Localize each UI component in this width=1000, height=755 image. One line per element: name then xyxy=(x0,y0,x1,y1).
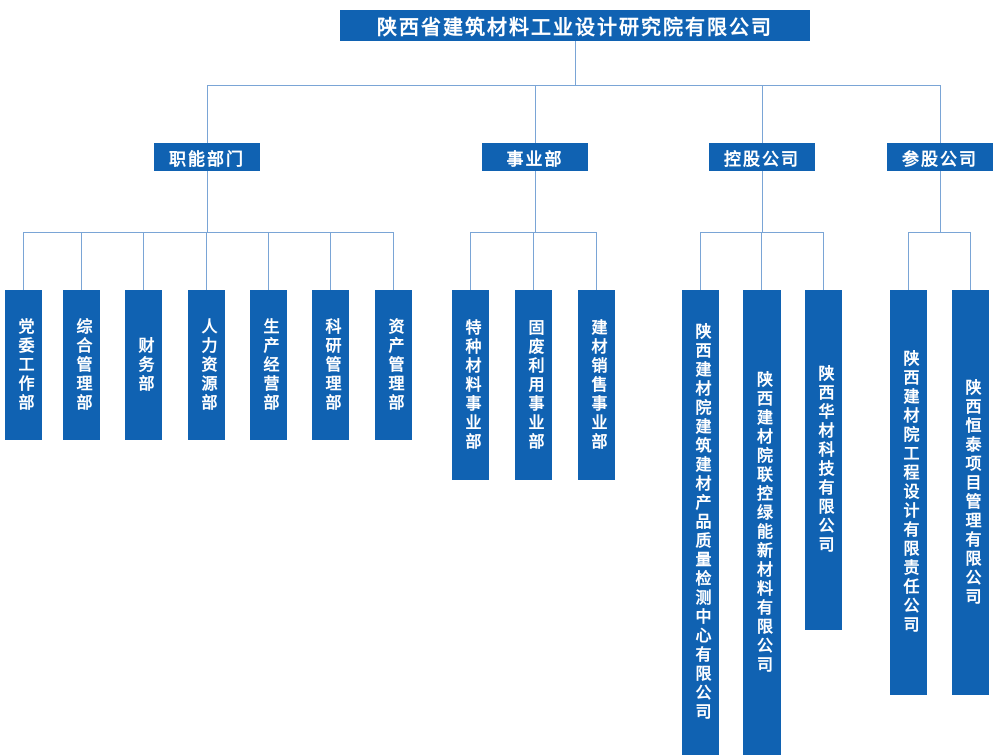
connector-line xyxy=(533,232,534,290)
connector-line xyxy=(762,85,763,143)
connector-line xyxy=(940,171,941,232)
org-group-label: 控股公司 xyxy=(724,149,800,169)
connector-line xyxy=(535,85,536,143)
connector-line xyxy=(268,232,269,290)
org-node: 建材销售事业部 xyxy=(578,290,615,480)
org-node-label: 陕西建材院建筑建材产品质量检测中心有限公司 xyxy=(692,323,710,722)
org-node: 生产经营部 xyxy=(250,290,287,440)
org-node: 陕西建材院建筑建材产品质量检测中心有限公司 xyxy=(682,290,719,755)
connector-line xyxy=(700,232,824,233)
org-group-business-divisions: 事业部 xyxy=(482,143,588,171)
connector-line xyxy=(207,171,208,232)
connector-line xyxy=(940,85,941,143)
connector-line xyxy=(143,232,144,290)
connector-line xyxy=(81,232,82,290)
org-node: 资产管理部 xyxy=(375,290,412,440)
connector-line xyxy=(23,232,394,233)
org-node-label: 固废利用事业部 xyxy=(525,318,543,452)
connector-line xyxy=(206,232,207,290)
org-node: 陕西华材科技有限公司 xyxy=(805,290,842,630)
org-node-label: 财务部 xyxy=(135,336,153,394)
org-group-label: 职能部门 xyxy=(169,149,245,169)
connector-line xyxy=(908,232,971,233)
connector-line xyxy=(393,232,394,290)
org-node: 陕西恒泰项目管理有限公司 xyxy=(952,290,989,695)
org-group-shareholding-companies: 参股公司 xyxy=(887,143,993,171)
org-node: 固废利用事业部 xyxy=(515,290,552,480)
org-node-label: 综合管理部 xyxy=(73,317,91,413)
org-node-label: 生产经营部 xyxy=(260,317,278,413)
org-node: 特种材料事业部 xyxy=(452,290,489,480)
org-node-label: 建材销售事业部 xyxy=(588,318,606,452)
connector-line xyxy=(762,171,763,232)
connector-line xyxy=(823,232,824,290)
org-node-label: 科研管理部 xyxy=(322,317,340,413)
org-group-holding-companies: 控股公司 xyxy=(709,143,815,171)
org-node-label: 党委工作部 xyxy=(15,317,33,413)
connector-line xyxy=(700,232,701,290)
connector-line xyxy=(207,85,941,86)
connector-line xyxy=(470,232,471,290)
org-node: 科研管理部 xyxy=(312,290,349,440)
connector-line xyxy=(207,85,208,143)
org-node: 党委工作部 xyxy=(5,290,42,440)
org-group-label: 事业部 xyxy=(506,149,564,169)
connector-line xyxy=(908,232,909,290)
org-root-node: 陕西省建筑材料工业设计研究院有限公司 xyxy=(340,10,810,41)
org-root-label: 陕西省建筑材料工业设计研究院有限公司 xyxy=(377,17,773,39)
org-node-label: 陕西华材科技有限公司 xyxy=(815,365,833,555)
org-node-label: 陕西恒泰项目管理有限公司 xyxy=(962,378,980,607)
connector-line xyxy=(330,232,331,290)
connector-line xyxy=(761,232,762,290)
org-node: 陕西建材院联控绿能新材料有限公司 xyxy=(743,290,781,755)
org-node: 综合管理部 xyxy=(63,290,100,440)
org-node-label: 特种材料事业部 xyxy=(462,318,480,452)
connector-line xyxy=(535,171,536,232)
org-node-label: 资产管理部 xyxy=(385,317,403,413)
org-node-label: 陕西建材院联控绿能新材料有限公司 xyxy=(754,370,771,675)
connector-line xyxy=(970,232,971,290)
org-node: 财务部 xyxy=(125,290,162,440)
org-group-label: 参股公司 xyxy=(902,149,978,169)
connector-line xyxy=(596,232,597,290)
connector-line xyxy=(23,232,24,290)
org-node: 人力资源部 xyxy=(188,290,225,440)
org-node-label: 人力资源部 xyxy=(198,317,216,413)
org-node: 陕西建材院工程设计有限责任公司 xyxy=(890,290,927,695)
org-node-label: 陕西建材院工程设计有限责任公司 xyxy=(900,350,918,635)
org-group-functional-departments: 职能部门 xyxy=(154,143,260,171)
connector-line xyxy=(575,41,576,85)
